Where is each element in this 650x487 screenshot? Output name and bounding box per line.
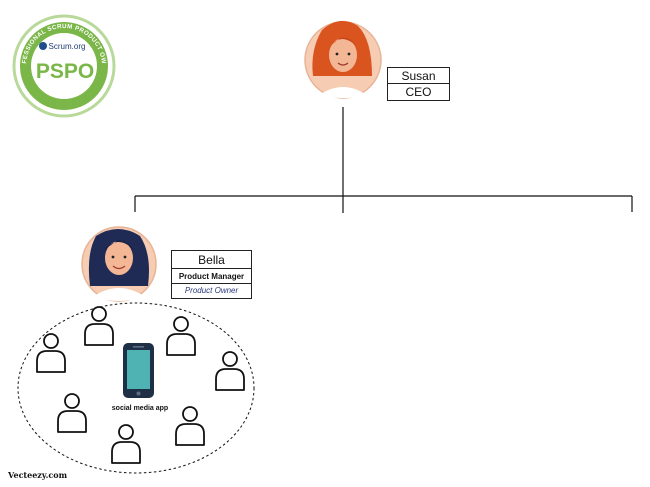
watermark: Vecteezy.com	[8, 470, 68, 480]
badge-brand: Scrum.org	[49, 42, 86, 51]
bella-bangs	[104, 240, 134, 250]
phone-screen	[127, 350, 150, 389]
smartphone-icon	[123, 343, 154, 398]
badge-title: PSPO	[36, 60, 94, 83]
susan-eye-left	[335, 52, 339, 56]
susan-avatar	[304, 20, 382, 99]
bella-shirt	[94, 288, 144, 301]
manager-role: Product Manager	[172, 269, 251, 284]
team-boundary	[17, 302, 255, 474]
manager-name: Bella	[172, 251, 251, 269]
badge-inner-disc	[31, 33, 97, 99]
scrum-logo-icon	[39, 42, 47, 50]
team-member-icon	[111, 424, 141, 464]
manager-name-box: Bella Product Manager Product Owner	[171, 250, 252, 299]
bella-eye-left	[111, 255, 115, 259]
team-member-icon	[57, 393, 87, 433]
team-member-icon	[215, 351, 245, 391]
phone-home-button	[136, 391, 141, 396]
hierarchy-connectors	[134, 107, 633, 213]
phone-speaker	[133, 346, 144, 348]
susan-shirt	[318, 87, 368, 98]
susan-smile	[337, 62, 349, 66]
ceo-role: CEO	[405, 85, 432, 99]
pspo-badge: PROFESSIONAL SCRUM PRODUCT OWNER Scrum.o…	[0, 0, 116, 118]
bella-avatar	[81, 226, 157, 302]
susan-eye-right	[347, 52, 351, 56]
manager-secondary-role: Product Owner	[184, 286, 239, 295]
team-member-icon	[84, 306, 114, 346]
susan-bangs	[330, 37, 356, 46]
bella-smile	[112, 265, 126, 270]
team-members	[36, 306, 245, 464]
ceo-name-box: Susan CEO	[387, 67, 450, 101]
product-label: social media app	[111, 405, 169, 412]
team-member-icon	[166, 316, 196, 356]
bella-face	[105, 241, 133, 275]
team-member-icon	[36, 333, 66, 373]
ceo-name: Susan	[388, 68, 449, 84]
bella-eye-right	[123, 255, 127, 259]
team-member-icon	[175, 406, 205, 446]
susan-face	[329, 38, 357, 72]
